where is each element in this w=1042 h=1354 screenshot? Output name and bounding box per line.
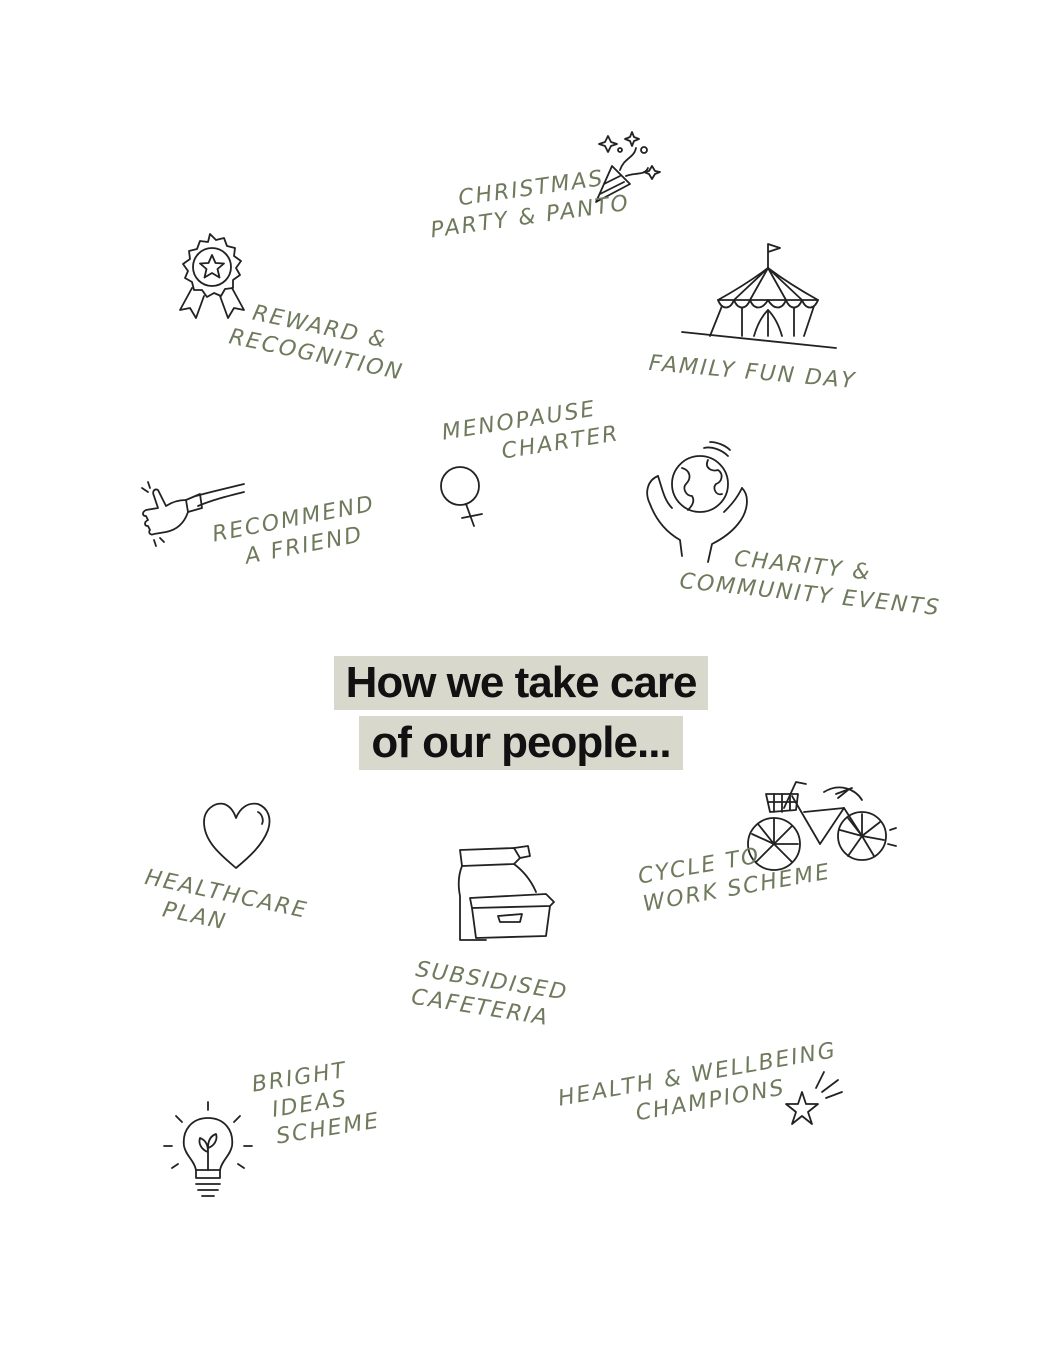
benefit-label: SUBSiDiSED CAFETERiA [409,956,570,1034]
benefit-label: BRiGHT iDEAS SCHEME [250,1053,382,1153]
rosette-icon [172,230,252,322]
benefit-label: FAMiLY FUN DAY [648,350,858,396]
heart-icon [200,800,274,872]
benefit-label: CHRiSTMAS PARTY & PANTO [425,162,632,244]
star-icon [780,1062,850,1132]
benefit-label: HEALTHCARE PLAN [137,864,311,952]
bicycle-icon [744,778,900,874]
benefit-label: MENOPAUSE CHARTER [440,393,621,475]
lunchbox-icon [450,842,560,946]
benefit-label: CHARiTY & COMMUNiTY EVENTS [678,540,945,622]
benefit-label: REWARD & RECOGNiTiON [227,296,412,387]
thumbs-up-icon [140,478,250,550]
benefit-label: CYCLE TO WORK SCHEME [636,831,833,918]
female-symbol-icon [436,464,492,528]
label-line: FAMiLY FUN DAY [647,350,858,395]
title-line-2: of our people... [359,716,683,770]
lightbulb-icon [160,1098,256,1210]
title-line-1: How we take care [333,656,709,710]
circus-tent-icon [680,240,840,352]
party-popper-icon [590,128,670,208]
page-title: How we take care of our people... [0,656,1042,770]
hands-globe-icon [638,440,758,570]
